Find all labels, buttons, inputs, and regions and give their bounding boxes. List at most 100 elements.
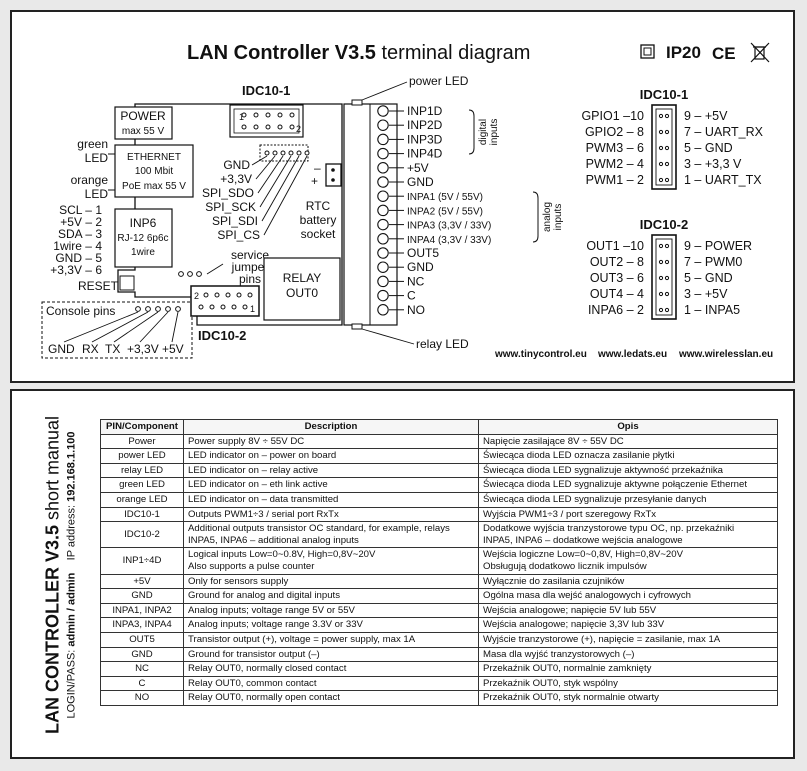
inp6-box xyxy=(114,208,173,268)
manual-side-title: LAN CONTROLLER V3.5 short manual LOGIN/P… xyxy=(30,401,90,749)
relay-led xyxy=(351,323,363,330)
pin-cell: NO xyxy=(100,690,184,706)
terminal-label: NO xyxy=(407,303,425,317)
console-pins-box xyxy=(41,301,193,359)
pin-cell: Power xyxy=(100,433,184,450)
terminal-label: INPA1 (5V / 55V) xyxy=(407,192,483,203)
inp6-pin-labels: SCL – 1 +5V – 2 SDA – 3 1wire – 4 GND – … xyxy=(50,203,102,277)
manual-title: LAN CONTROLLER V3.5 short manual xyxy=(42,415,63,735)
idc-pin xyxy=(664,243,670,249)
power-box xyxy=(114,106,173,140)
rtc-label: RTC xyxy=(306,199,331,213)
opis-cell: Wejścia analogowe; napięcie 3,3V lub 33V xyxy=(478,617,778,633)
opis-cell: Wejścia analogowe; napięcie 5V lub 55V xyxy=(478,602,778,619)
pinout-right-label: 3 – +5V xyxy=(684,287,728,301)
idc10-2-connector xyxy=(190,285,260,317)
terminal-screw xyxy=(377,133,389,146)
pin-cell: GND xyxy=(100,646,184,663)
relay-box xyxy=(263,257,341,321)
opis-cell: Świecąca dioda LED sygnalizuje przesyłan… xyxy=(478,491,778,508)
terminal-screw xyxy=(377,190,389,202)
svg-text:1: 1 xyxy=(250,304,255,314)
svg-text:pins: pins xyxy=(239,272,261,286)
relay-led-label: relay LED xyxy=(416,337,469,351)
idc-pin xyxy=(664,177,670,183)
opis-cell: Przekaźnik OUT0, styk normalnie otwarty xyxy=(478,690,778,706)
pinout-left-label: OUT1 –10 xyxy=(586,239,644,253)
column-header: Description xyxy=(183,419,479,435)
terminal-label: C xyxy=(407,289,416,303)
pin-cell: INPA3, INPA4 xyxy=(100,617,184,633)
website: www.wirelesslan.eu xyxy=(678,349,773,360)
terminal-screw xyxy=(377,304,389,316)
terminal-screw xyxy=(377,275,389,288)
pin-cell: GND xyxy=(100,588,184,604)
terminal-screws xyxy=(377,105,404,316)
terminal-label: INPA3 (3,3V / 33V) xyxy=(407,221,491,232)
svg-text:OUT0: OUT0 xyxy=(286,286,318,300)
reset-button xyxy=(119,275,135,291)
pinout-right-label: 7 – UART_RX xyxy=(684,125,764,139)
column-header: Opis xyxy=(478,419,778,435)
inp6-pin: +5V – 2 xyxy=(60,215,102,229)
idc-pin xyxy=(658,113,664,119)
terminal-screw xyxy=(377,162,389,174)
idc-pin xyxy=(664,161,670,167)
idc-pin xyxy=(658,145,664,151)
svg-text:LED: LED xyxy=(85,151,109,165)
pin-cell: IDC10-1 xyxy=(100,506,184,523)
idc-pin xyxy=(658,275,664,281)
description-cell: LED indicator on – relay active xyxy=(183,462,479,479)
pinout-left-label: OUT4 – 4 xyxy=(590,287,644,301)
pin-cell: IDC10-2 xyxy=(100,521,184,549)
description-cell: Relay OUT0, common contact xyxy=(183,675,479,692)
terminal-label: INPA2 (5V / 55V) xyxy=(407,206,483,217)
console-pins-label: Console pins xyxy=(46,304,115,318)
pinout-right-label: 9 – POWER xyxy=(684,239,752,253)
svg-text:–: – xyxy=(314,161,321,175)
inp6-pin: SDA – 3 xyxy=(58,227,102,241)
idc-pin xyxy=(658,129,664,135)
pin-cell: relay LED xyxy=(100,462,184,479)
idc-pin xyxy=(664,113,670,119)
svg-text:RELAY: RELAY xyxy=(283,271,321,285)
description-cell: Analog inputs; voltage range 3.3V or 33V xyxy=(183,617,479,633)
description-cell: Logical inputs Low=0~0.8V, High=0,8V~20V… xyxy=(183,547,479,575)
pin-cell: power LED xyxy=(100,448,184,464)
opis-cell: Wyjście tranzystorowe (+), napięcie = za… xyxy=(478,631,778,648)
terminal-diagram: LAN Controller V3.5 terminal diagram IP2… xyxy=(41,42,773,360)
terminal-screw xyxy=(377,204,389,217)
svg-text:LED: LED xyxy=(85,187,109,201)
terminal-screw xyxy=(377,289,389,302)
opis-cell: Świecąca dioda LED sygnalizuje aktywne p… xyxy=(478,477,778,493)
svg-text:100 Mbit: 100 Mbit xyxy=(135,166,174,177)
terminal-screw xyxy=(377,247,389,259)
terminal-label: INP4D xyxy=(407,147,443,161)
terminal-label: OUT5 xyxy=(407,246,439,260)
pin-cell: green LED xyxy=(100,477,184,493)
analog-inputs-label: analog xyxy=(542,202,553,232)
idc-pin xyxy=(664,275,670,281)
pinout-left-label: OUT3 – 6 xyxy=(590,271,644,285)
terminal-screw xyxy=(377,105,389,117)
idc-pin xyxy=(664,129,670,135)
svg-text:max 55 V: max 55 V xyxy=(122,126,165,137)
square-icon xyxy=(640,44,655,59)
svg-text:INP6: INP6 xyxy=(130,216,157,230)
opis-cell: Napięcie zasilające 8V ÷ 55V DC xyxy=(478,433,778,450)
description-cell: Transistor output (+), voltage = power s… xyxy=(183,631,479,648)
idc-pin xyxy=(658,291,664,297)
rtc-socket xyxy=(325,163,342,187)
opis-cell: Przekaźnik OUT0, styk wspólny xyxy=(478,675,778,692)
description-cell: Relay OUT0, normally open contact xyxy=(183,690,479,706)
